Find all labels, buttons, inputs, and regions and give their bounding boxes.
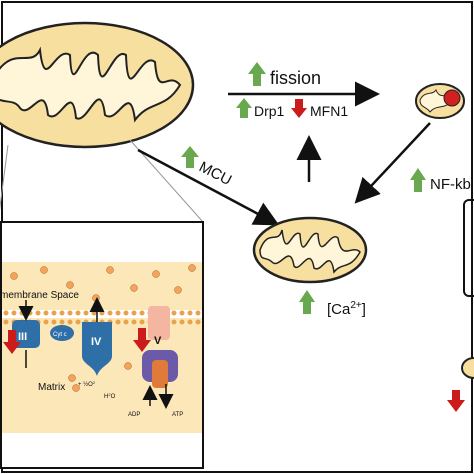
complex-iii: [3, 300, 40, 368]
mcu-arrow: [137, 148, 280, 226]
fission-up-arrow-icon: [248, 62, 266, 86]
matrix-label: Matrix: [38, 382, 65, 393]
complex-v: [133, 306, 178, 409]
cyt-c-label: Cyt c: [53, 332, 67, 338]
atp-label: ATP: [172, 412, 183, 418]
fission-label: fission: [270, 68, 321, 88]
oxygen-label: + ½O2: [78, 380, 96, 388]
drp1-label: Drp1: [254, 103, 285, 119]
zoom-line-left: [0, 144, 9, 211]
nfkb-label: NF-kb: [430, 176, 471, 193]
ca-up-arrow-icon: [299, 290, 315, 314]
mfn1-down-arrow-icon: [291, 99, 307, 118]
drp1-up-arrow-icon: [236, 98, 252, 118]
nfkb-up-arrow-icon: [410, 168, 426, 192]
bottom-right-down-arrow-icon: [447, 390, 465, 412]
bottom-right-partial-mitochondrion: [461, 357, 474, 379]
zoom-line-right: [129, 139, 204, 223]
complex-iii-label: III: [18, 331, 27, 343]
large-mitochondrion: [0, 21, 195, 149]
complex-v-label: V: [154, 335, 162, 347]
mcu-up-arrow-icon: [181, 146, 199, 168]
complex-iv: [82, 297, 112, 376]
ca-label: [Ca2+]: [327, 300, 366, 318]
small-to-center-arrow: [354, 122, 431, 204]
cyt-c: [50, 325, 74, 341]
center-mitochondrion: [252, 216, 368, 284]
membrane-space-label: membrane Space: [0, 290, 79, 301]
etc-inset: III Cyt c IV V membrane Space Matrix + ½…: [0, 222, 203, 468]
small-mitochondrion: [415, 83, 465, 119]
water-label: H2O: [104, 392, 116, 400]
adp-label: ADP: [128, 412, 140, 418]
inset-frame: [0, 221, 204, 469]
mfn1-label: MFN1: [310, 103, 348, 119]
right-partial-box: [463, 199, 474, 297]
complex-iv-label: IV: [91, 336, 102, 348]
